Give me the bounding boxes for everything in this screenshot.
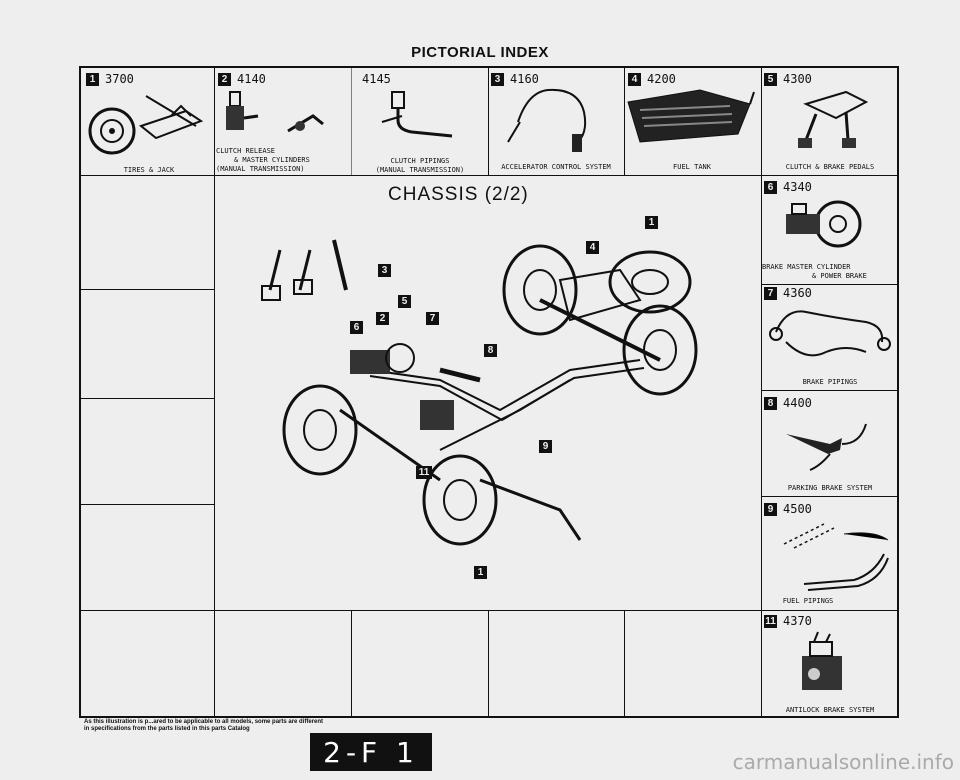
cell-2b-header: 4145	[362, 72, 391, 86]
clutch-master-illustration	[226, 91, 324, 133]
tire-jack-illustration	[88, 95, 204, 155]
page-title: PICTORIAL INDEX	[411, 44, 549, 61]
callout-1-top: 1	[645, 216, 658, 229]
page-number: 2-F 1	[310, 733, 432, 771]
fuel-piping-illustration	[783, 523, 889, 591]
section-title: CHASSIS (2/2)	[388, 184, 529, 205]
cell-2b-caption: CLUTCH PIPINGS(MANUAL TRANSMISSION)	[375, 157, 465, 174]
callout-3: 3	[378, 264, 391, 277]
cell-7-caption: BRAKE PIPINGS	[802, 378, 858, 386]
callout-4: 4	[586, 241, 599, 254]
callout-7: 7	[426, 312, 439, 325]
watermark: carmanualsonline.info	[732, 750, 954, 774]
brake-piping-illustration	[769, 310, 891, 357]
callout-5: 5	[398, 295, 411, 308]
accelerator-illustration	[507, 88, 587, 152]
cell-11-caption: ANTILOCK BRAKE SYSTEM	[785, 706, 875, 714]
cell-1-caption: TIRES & JACK	[123, 166, 175, 174]
index-grid	[79, 66, 899, 718]
cell-6-caption: BRAKE MASTER CYLINDER& POWER BRAKE	[762, 263, 867, 280]
callout-8: 8	[484, 344, 497, 357]
cell-8-caption: PARKING BRAKE SYSTEM	[787, 484, 873, 492]
parking-brake-illustration	[786, 423, 867, 471]
callout-2: 2	[376, 312, 389, 325]
cell-9-caption: FUEL PIPINGS	[782, 597, 834, 605]
fuel-tank-illustration	[627, 89, 755, 143]
cell-3-caption: ACCELERATOR CONTROL SYSTEM	[501, 163, 611, 171]
brake-master-illustration	[786, 200, 862, 248]
footnote: As this illustration is p...ared to be a…	[84, 719, 324, 732]
callout-11: 11	[416, 466, 432, 479]
cell-5-caption: CLUTCH & BRAKE PEDALS	[785, 163, 875, 171]
chassis-illustration	[261, 239, 698, 546]
callout-9: 9	[539, 440, 552, 453]
callout-1-bottom: 1	[474, 566, 487, 579]
callout-6: 6	[350, 321, 363, 334]
clutch-piping-illustration	[381, 91, 453, 138]
pedals-illustration	[798, 90, 869, 148]
cell-4-caption: FUEL TANK	[673, 163, 711, 171]
cell-2-caption: CLUTCH RELEASE& MASTER CYLINDERS(MANUAL …	[216, 147, 310, 173]
abs-illustration	[802, 631, 842, 690]
